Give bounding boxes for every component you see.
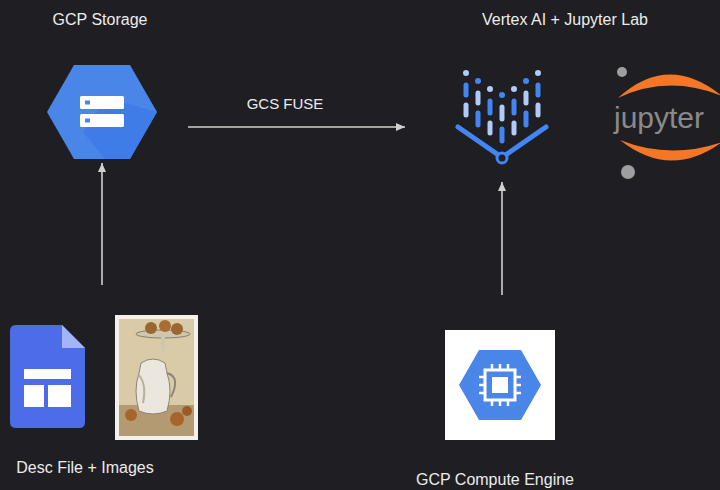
text-slot: Vertex AI + Jupyter Lab [482,10,648,30]
compute-engine-node: GCP Compute Engine [445,330,555,440]
node-label: Vertex AI + Jupyter Lab [482,11,648,28]
arrow-connector [101,163,103,285]
compute-engine-icon [445,330,555,440]
node-label: Desc File + Images [16,459,153,476]
document-icon [10,325,85,428]
arrow-connector [501,182,503,295]
logo-wordmark: jupyter [614,101,704,134]
text-slot: GCP Storage [53,10,148,30]
painting-image [115,315,198,440]
node-label: GCP Storage [53,11,148,28]
storage-icon [47,65,157,159]
node-label: GCP Compute Engine [416,471,574,488]
storage-node: GCP Storage [47,62,157,162]
vertex-ai-node: Vertex AI + Jupyter Lab [450,62,550,167]
vertex-ai-icon [458,73,546,163]
edge-label: GCS FUSE [244,95,327,113]
arrow-connector [188,126,405,128]
text-slot: GCP Compute Engine [416,470,574,490]
text-slot: Desc File + Images [16,458,153,478]
data-files-node: Desc File + Images [10,315,198,440]
